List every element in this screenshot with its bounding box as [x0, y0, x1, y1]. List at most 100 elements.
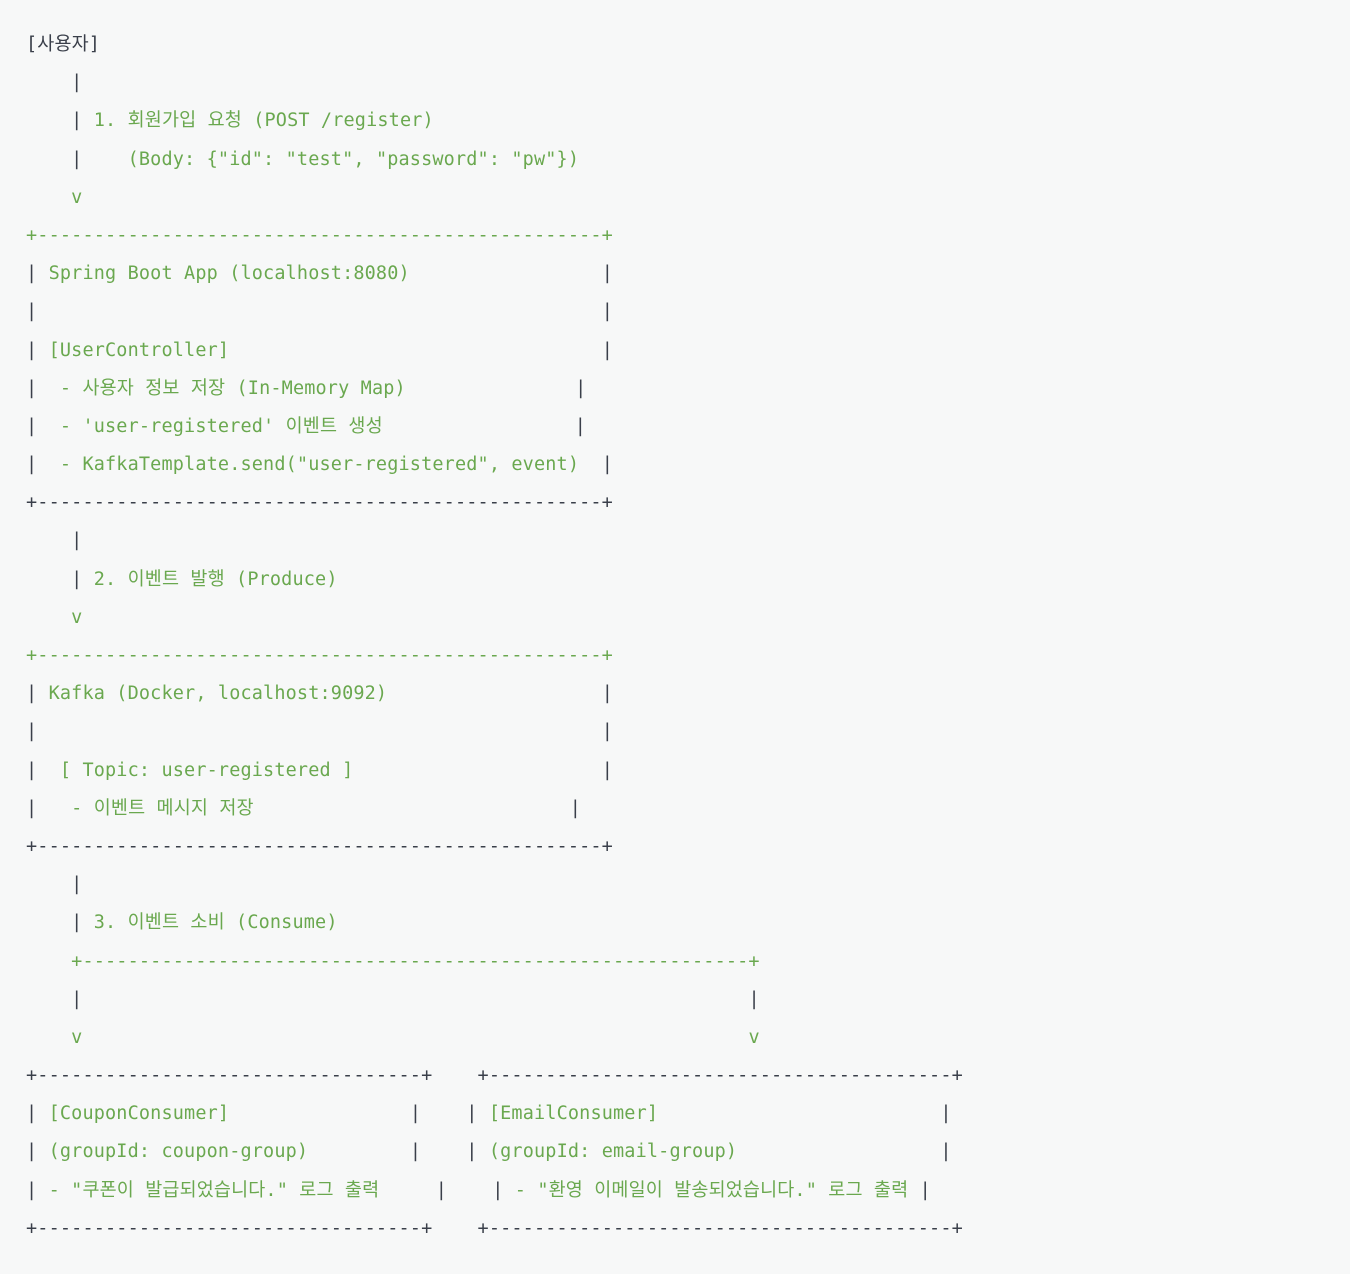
ascii-line: | [ Topic: user-registered ] | — [26, 752, 1350, 790]
ascii-seg-dark: | — [575, 377, 587, 399]
ascii-seg-green — [383, 416, 575, 437]
ascii-seg-dark: | — [574, 415, 586, 437]
ascii-seg-green — [432, 1065, 477, 1086]
ascii-line: | [UserController] | — [26, 332, 1350, 370]
ascii-seg-green: [EmailConsumer] — [477, 1103, 659, 1125]
ascii-seg-dark: | — [940, 1141, 952, 1163]
ascii-seg-dark: | — [601, 263, 614, 285]
ascii-seg-dark: | — [435, 1179, 448, 1201]
ascii-line: v — [26, 179, 1350, 217]
ascii-seg-green: (groupId: coupon-group) — [37, 1141, 309, 1163]
ascii-seg-dark: | — [601, 721, 613, 743]
ascii-seg-dark: | — [26, 263, 38, 285]
ascii-seg-dark: +---------------------------------------… — [477, 1217, 963, 1239]
ascii-seg-green: v — [748, 1026, 760, 1048]
ascii-line: | Spring Boot App (localhost:8080) | — [26, 255, 1350, 293]
ascii-line: | 3. 이벤트 소비 (Consume) — [26, 904, 1350, 942]
ascii-line: v v — [26, 1019, 1350, 1057]
ascii-seg-green — [82, 1027, 748, 1048]
ascii-line: | 1. 회원가입 요청 (POST /register) — [26, 102, 1350, 140]
ascii-seg-green — [229, 1103, 410, 1124]
ascii-seg-green: Spring Boot App (localhost:8080) — [37, 263, 410, 285]
ascii-seg-green — [26, 989, 71, 1010]
ascii-seg-green — [387, 683, 601, 704]
ascii-line: | — [26, 522, 1350, 560]
ascii-seg-dark: | — [26, 797, 38, 819]
ascii-seg-dark: | — [466, 1103, 478, 1125]
ascii-seg-dark: +----------------------------------+ — [26, 1065, 433, 1087]
ascii-seg-dark: | — [71, 110, 83, 132]
ascii-seg-dark: +---------------------------------------… — [26, 492, 613, 514]
ascii-seg-dark: | — [492, 1179, 504, 1201]
ascii-line: | - KafkaTemplate.send("user-registered"… — [26, 446, 1350, 484]
ascii-seg-dark: | — [601, 683, 614, 705]
ascii-seg-dark: | — [71, 530, 83, 552]
ascii-seg-green: +---------------------------------------… — [71, 950, 760, 972]
ascii-seg-green: 1. 회원가입 요청 (POST /register) — [82, 110, 434, 132]
ascii-seg-green — [37, 721, 601, 742]
ascii-seg-green: 2. 이벤트 발행 (Produce) — [82, 568, 338, 590]
ascii-line: | - "쿠폰이 발급되었습니다." 로그 출력 | | - "환영 이메일이 … — [26, 1172, 1350, 1210]
ascii-line: | (groupId: coupon-group) | | (groupId: … — [26, 1133, 1350, 1171]
ascii-seg-dark: | — [466, 1141, 478, 1163]
ascii-seg-green — [26, 874, 71, 895]
ascii-seg-dark: | — [71, 988, 83, 1010]
ascii-line: | (Body: {"id": "test", "password": "pw"… — [26, 141, 1350, 179]
ascii-seg-dark: | — [26, 339, 38, 361]
ascii-seg-dark: | — [409, 1141, 422, 1163]
ascii-seg-dark: | — [748, 988, 760, 1010]
ascii-line: | | — [26, 981, 1350, 1019]
ascii-seg-green: v — [26, 186, 83, 208]
ascii-seg-dark: | — [26, 1179, 38, 1201]
ascii-seg-dark: | — [26, 1103, 38, 1125]
ascii-seg-dark: | — [26, 377, 38, 399]
ascii-seg-dark: | — [601, 454, 613, 476]
ascii-line: [사용자] — [26, 26, 1350, 64]
ascii-seg-green: [ Topic: user-registered ] — [37, 759, 354, 781]
ascii-seg-green — [421, 1141, 466, 1162]
ascii-seg-green: - KafkaTemplate.send("user-registered", … — [37, 454, 580, 476]
ascii-seg-green — [254, 798, 570, 819]
ascii-seg-dark: | — [71, 568, 83, 590]
ascii-seg-dark: | — [26, 759, 38, 781]
ascii-seg-green: 3. 이벤트 소비 (Consume) — [82, 912, 338, 934]
ascii-seg-dark: | — [601, 759, 613, 781]
ascii-seg-dark: | — [569, 797, 582, 819]
ascii-seg-green — [82, 989, 748, 1010]
ascii-seg-green — [26, 72, 71, 93]
ascii-line: | — [26, 866, 1350, 904]
ascii-seg-green — [379, 1180, 435, 1201]
ascii-line: | - 'user-registered' 이벤트 생성 | — [26, 408, 1350, 446]
ascii-seg-green: +---------------------------------------… — [26, 645, 613, 666]
ascii-seg-green: [CouponConsumer] — [37, 1103, 230, 1125]
ascii-seg-dark: | — [26, 454, 38, 476]
ascii-seg-green — [26, 912, 71, 933]
ascii-seg-green: (Body: {"id": "test", "password": "pw"}) — [82, 148, 580, 170]
ascii-seg-dark: +---------------------------------------… — [26, 835, 613, 857]
ascii-seg-green — [421, 1103, 466, 1124]
ascii-seg-green: - "환영 이메일이 발송되었습니다." 로그 출력 — [503, 1179, 909, 1201]
ascii-line: | - 이벤트 메시지 저장 | — [26, 790, 1350, 828]
ascii-line: | Kafka (Docker, localhost:9092) | — [26, 675, 1350, 713]
ascii-seg-dark: | — [71, 874, 83, 896]
ascii-line: v — [26, 599, 1350, 637]
ascii-seg-dark: | — [26, 1141, 38, 1163]
ascii-line: +---------------------------------------… — [26, 828, 1350, 866]
ascii-seg-green — [26, 951, 71, 972]
ascii-seg-green: - "쿠폰이 발급되었습니다." 로그 출력 — [37, 1179, 380, 1201]
ascii-seg-dark: +----------------------------------+ — [26, 1217, 433, 1239]
ascii-seg-dark: | — [71, 148, 83, 170]
ascii-seg-dark: [사용자] — [26, 34, 101, 55]
ascii-seg-green: v — [26, 1026, 83, 1048]
ascii-line: | | — [26, 293, 1350, 331]
ascii-seg-dark: | — [26, 415, 38, 437]
ascii-seg-green — [26, 149, 71, 170]
ascii-seg-dark: | — [26, 721, 38, 743]
ascii-seg-green — [353, 760, 601, 781]
ascii-seg-green — [229, 340, 602, 361]
ascii-seg-dark: | — [71, 72, 83, 94]
ascii-line: | - 사용자 정보 저장 (In-Memory Map) | — [26, 370, 1350, 408]
ascii-seg-green — [410, 263, 602, 284]
ascii-seg-dark: | — [409, 1103, 422, 1125]
ascii-seg-green: (groupId: email-group) — [477, 1141, 738, 1163]
